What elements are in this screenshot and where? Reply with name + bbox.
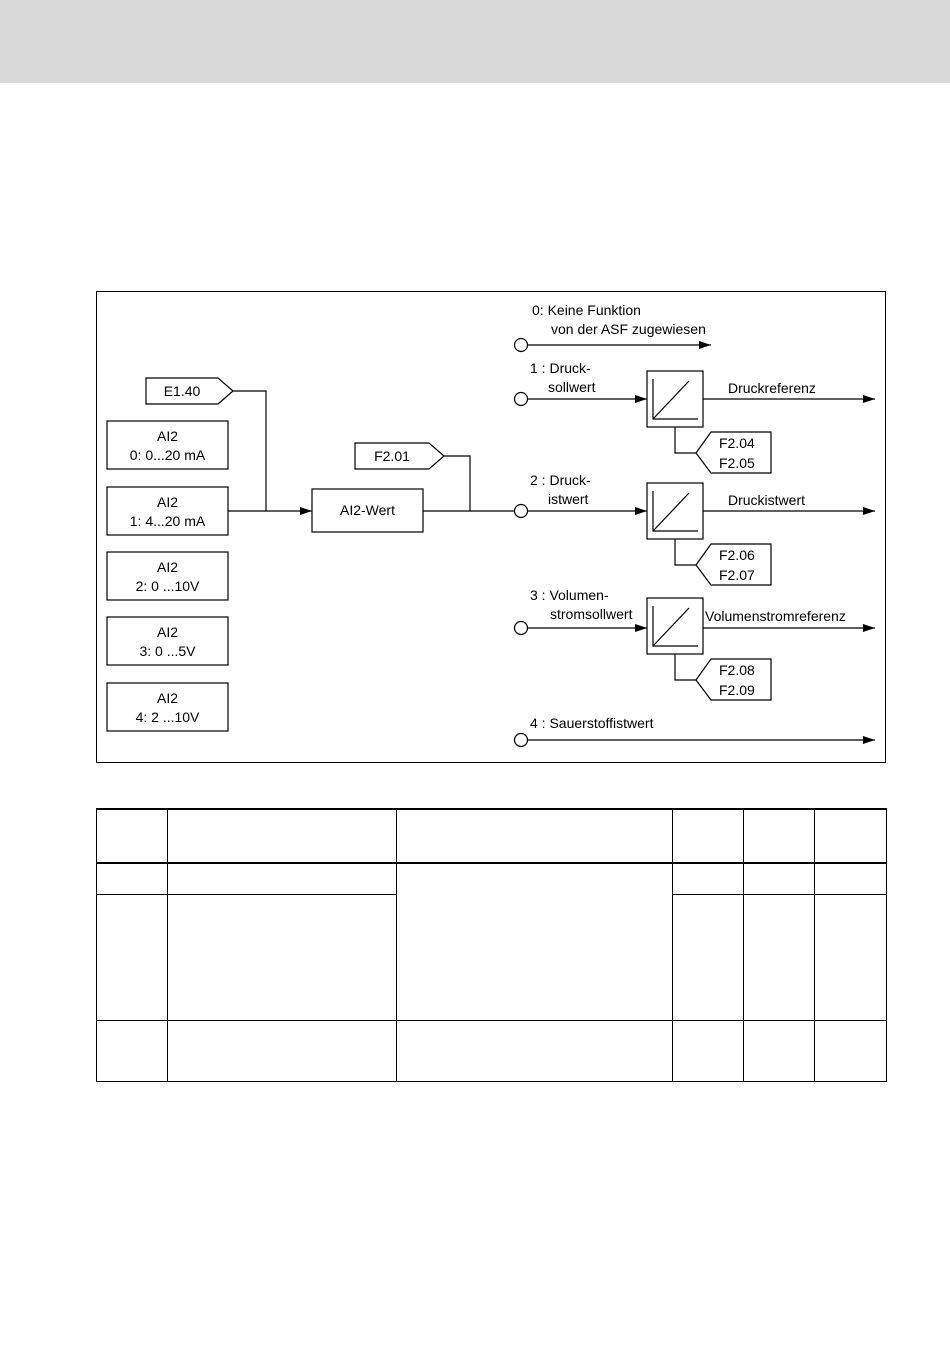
svg-text:3 : Volumen-: 3 : Volumen- — [530, 587, 609, 603]
svg-text:2: 0 ...10V: 2: 0 ...10V — [136, 578, 200, 594]
svg-text:F2.06: F2.06 — [719, 547, 755, 563]
table-cell — [814, 893, 887, 1021]
table-cell — [96, 1019, 168, 1082]
svg-text:AI2: AI2 — [157, 559, 178, 575]
ai2-input-0: AI2 0: 0...20 mA — [106, 420, 229, 470]
table-cell — [672, 862, 744, 895]
svg-text:stromsollwert: stromsollwert — [550, 606, 633, 622]
svg-text:AI2: AI2 — [157, 428, 178, 444]
svg-text:istwert: istwert — [548, 491, 589, 507]
table-cell — [396, 862, 673, 1021]
svg-text:4: 2 ...10V: 4: 2 ...10V — [136, 709, 200, 725]
table-row — [96, 1019, 887, 1082]
table-header-cell — [814, 808, 887, 864]
table-header-cell — [167, 808, 397, 864]
table-row — [96, 862, 887, 1021]
ai2-value-block: AI2-Wert — [311, 488, 424, 533]
table-cell — [167, 862, 397, 895]
signal-flow-diagram: E1.40 AI2 0: 0...20 mA AI2 1: 4...20 mA … — [96, 291, 886, 763]
table-header-cell — [672, 808, 744, 864]
table-cell — [743, 893, 815, 1021]
svg-text:AI2: AI2 — [157, 690, 178, 706]
table-cell — [167, 893, 397, 1021]
param-tag-e140: E1.40 — [145, 377, 234, 405]
svg-text:F2.09: F2.09 — [719, 682, 755, 698]
svg-text:F2.05: F2.05 — [719, 455, 755, 471]
table-header-cell — [743, 808, 815, 864]
svg-text:AI2: AI2 — [157, 624, 178, 640]
table-cell — [814, 862, 887, 895]
svg-text:2 : Druck-: 2 : Druck- — [530, 472, 591, 488]
ai2-input-4: AI2 4: 2 ...10V — [106, 682, 229, 732]
svg-text:F2.07: F2.07 — [719, 567, 755, 583]
table-cell — [743, 862, 815, 895]
table-cell — [96, 862, 168, 895]
svg-text:1: 4...20 mA: 1: 4...20 mA — [130, 513, 206, 529]
table-header-cell — [396, 808, 673, 864]
table-cell — [672, 893, 744, 1021]
svg-text:F2.01: F2.01 — [374, 448, 410, 464]
ramp-block-3 — [646, 597, 704, 655]
svg-text:0: 0...20 mA: 0: 0...20 mA — [130, 447, 206, 463]
svg-text:AI2-Wert: AI2-Wert — [340, 502, 395, 518]
parameter-table — [96, 808, 887, 1082]
svg-text:F2.04: F2.04 — [719, 435, 755, 451]
table-cell — [167, 1019, 397, 1082]
ai2-input-1: AI2 1: 4...20 mA — [106, 486, 229, 536]
svg-text:E1.40: E1.40 — [164, 383, 201, 399]
svg-text:0: Keine Funktion: 0: Keine Funktion — [532, 302, 641, 318]
ai2-input-2: AI2 2: 0 ...10V — [106, 551, 229, 601]
svg-text:3: 0 ...5V: 3: 0 ...5V — [139, 643, 196, 659]
table-cell — [672, 1019, 744, 1082]
page-header-bar — [0, 0, 950, 83]
output-0-keine-funktion: 0: Keine Funktion von der ASF zugewiesen — [513, 302, 711, 353]
svg-text:4 : Sauerstoffistwert: 4 : Sauerstoffistwert — [530, 715, 654, 731]
svg-text:1 : Druck-: 1 : Druck- — [530, 360, 591, 376]
output-1-druck-sollwert: 1 : Druck- sollwert Druckreferenz F2.04 … — [513, 360, 875, 474]
table-header-row — [96, 808, 887, 864]
ai2-input-3: AI2 3: 0 ...5V — [106, 616, 229, 666]
svg-text:von der ASF zugewiesen: von der ASF zugewiesen — [551, 321, 706, 337]
ramp-block-2 — [646, 482, 704, 540]
table-cell — [396, 1019, 673, 1082]
output-3-volumenstromsollwert: 3 : Volumen- stromsollwert Volumenstromr… — [513, 587, 875, 701]
table-cell — [96, 893, 168, 1021]
svg-text:F2.08: F2.08 — [719, 662, 755, 678]
param-tag-f201: F2.01 — [354, 442, 445, 470]
table-row — [96, 893, 887, 1021]
output-2-druck-istwert: 2 : Druck- istwert Druckistwert F2.06 F2… — [513, 472, 875, 586]
svg-text:Druckreferenz: Druckreferenz — [728, 380, 816, 396]
output-4-sauerstoffistwert: 4 : Sauerstoffistwert — [513, 715, 875, 748]
table-cell — [814, 1019, 887, 1082]
svg-text:Volumenstromreferenz: Volumenstromreferenz — [705, 608, 846, 624]
svg-text:Druckistwert: Druckistwert — [728, 492, 805, 508]
svg-text:AI2: AI2 — [157, 494, 178, 510]
table-cell — [743, 1019, 815, 1082]
svg-text:sollwert: sollwert — [548, 379, 596, 395]
table-header-cell — [96, 808, 168, 864]
